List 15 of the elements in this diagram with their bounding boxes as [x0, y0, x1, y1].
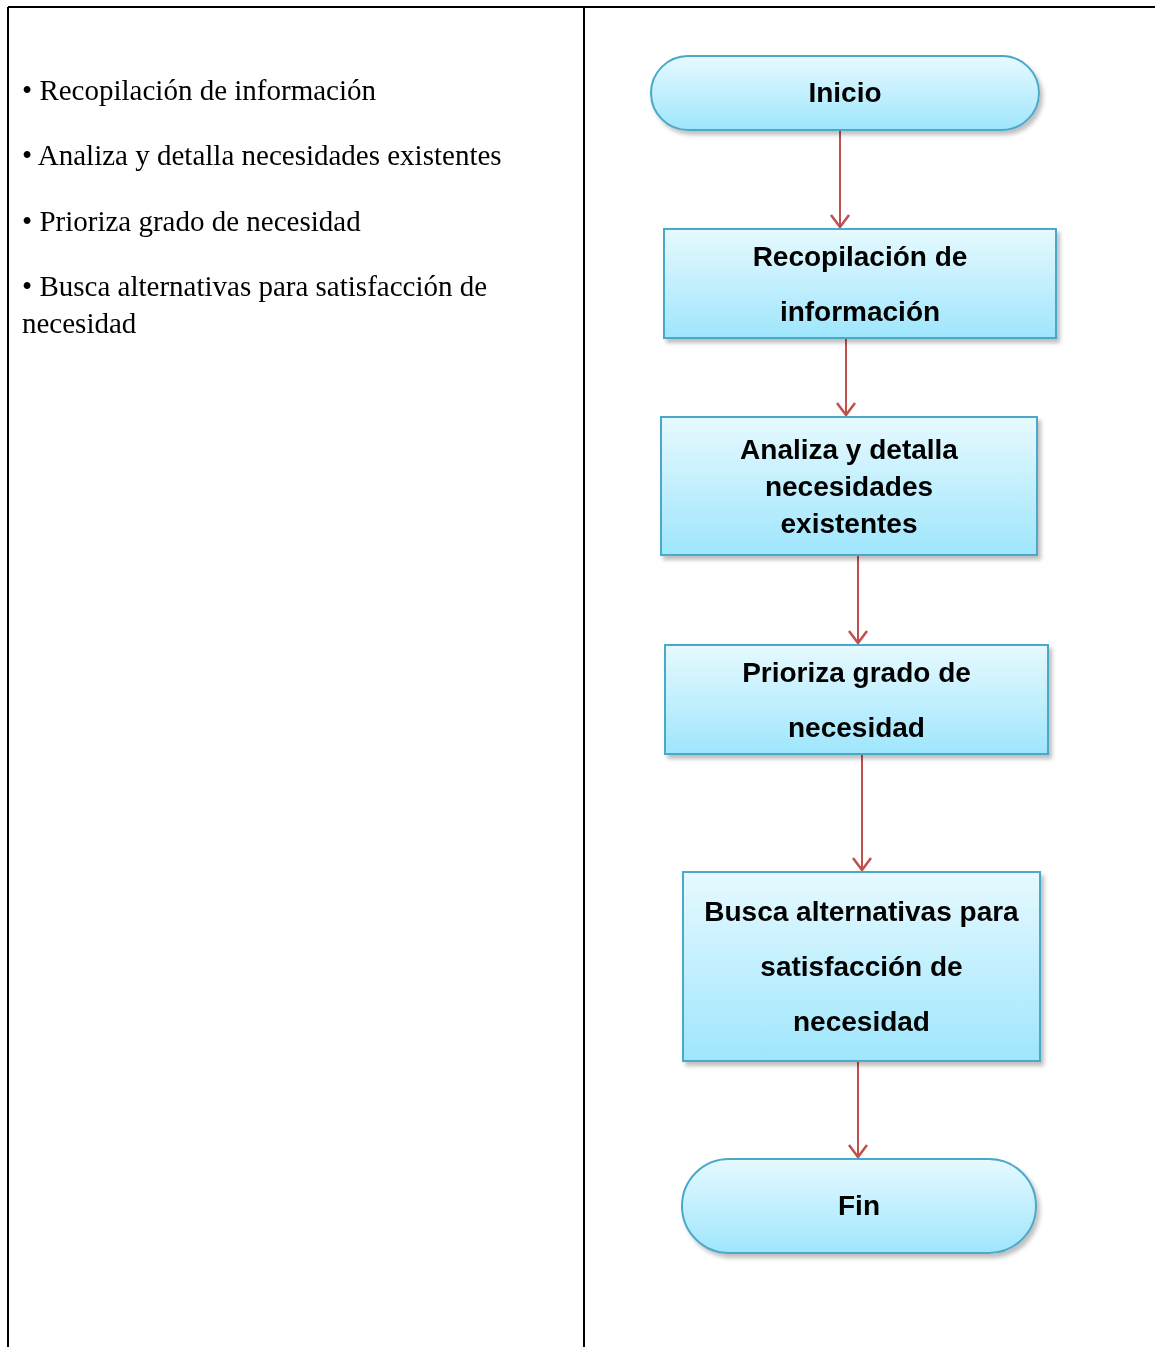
- arrow: [829, 130, 851, 229]
- bullet-text: • Recopilación de información: [22, 73, 377, 108]
- bullet-text: • Prioriza grado de necesidad: [22, 204, 362, 239]
- terminal-pill: Inicio: [650, 55, 1040, 131]
- arrow: [835, 338, 857, 417]
- terminal-pill: Fin: [681, 1158, 1037, 1254]
- process-box: Analiza y detalla necesidades existentes: [660, 416, 1038, 556]
- process-box: Recopilación de información: [663, 228, 1057, 339]
- arrow: [851, 754, 873, 872]
- process-box: Busca alternativas para satisfacción de necesidad: [682, 871, 1041, 1062]
- bullet-text: • Busca alternativas para satisfacción de necesidad: [22, 269, 489, 341]
- arrow: [847, 555, 869, 645]
- arrow: [847, 1061, 869, 1159]
- process-box: Prioriza grado de necesidad: [664, 644, 1049, 755]
- bullet-text: • Analiza y detalla necesidades existentes: [22, 138, 503, 173]
